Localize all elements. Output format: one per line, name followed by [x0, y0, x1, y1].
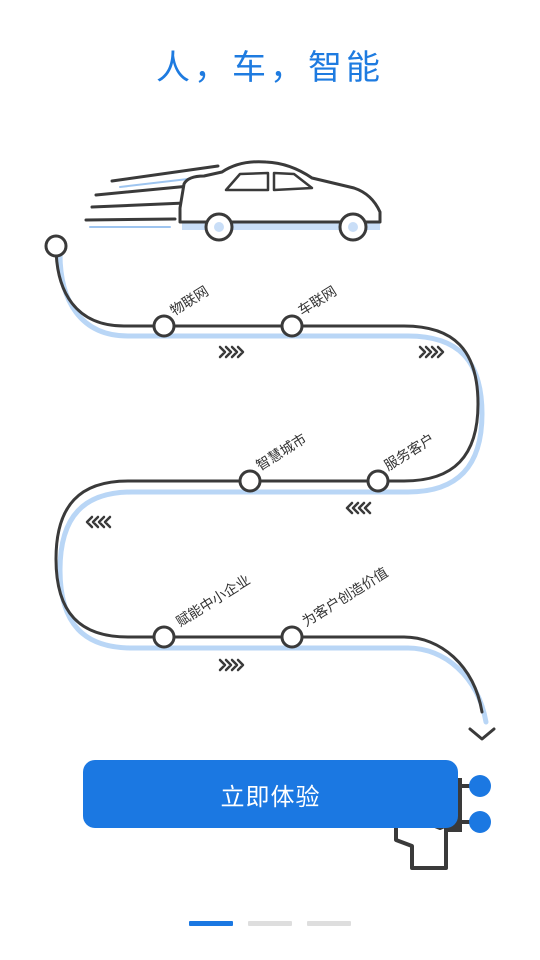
page-title: 人，车，智能	[156, 48, 384, 88]
stop-label-1: 物联网	[168, 284, 212, 320]
stop-5	[152, 625, 176, 649]
start-point	[44, 234, 68, 258]
chevron-down-icon	[468, 727, 496, 741]
page-dot-2[interactable]	[248, 921, 292, 926]
stop-label-3: 服务客户	[381, 430, 437, 474]
stop-6	[280, 625, 304, 649]
stop-3	[366, 469, 390, 493]
try-now-button[interactable]: 立即体验	[83, 760, 458, 828]
stop-markers	[152, 314, 390, 649]
page-dot-1[interactable]	[189, 921, 233, 926]
stop-label-6: 为客户创造价值	[299, 564, 391, 630]
stop-label-4: 智慧城市	[253, 430, 309, 474]
car-icon	[178, 160, 382, 242]
page-dot-3[interactable]	[307, 921, 351, 926]
stop-4	[238, 469, 262, 493]
stop-label-5: 赋能中小企业	[173, 571, 253, 630]
stop-2	[280, 314, 304, 338]
page-indicator	[0, 921, 540, 927]
stop-1	[152, 314, 176, 338]
direction-chevrons-icon	[85, 345, 445, 672]
road-path	[54, 244, 484, 714]
speed-lines-icon	[84, 164, 220, 222]
stop-label-2: 车联网	[295, 283, 340, 320]
